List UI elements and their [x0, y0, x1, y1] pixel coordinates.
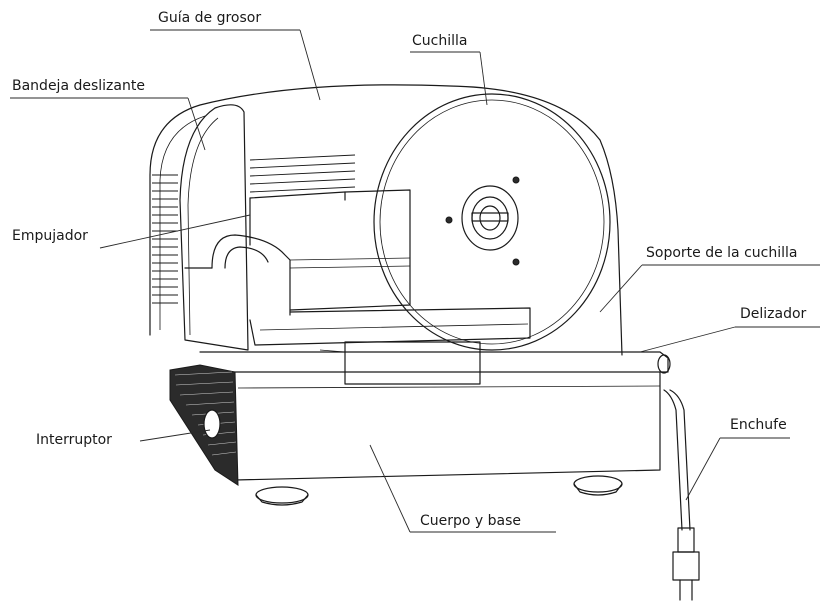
- housing: [149, 84, 623, 356]
- label-plug: Enchufe: [730, 417, 787, 433]
- label-switch: Interruptor: [36, 432, 112, 448]
- base-body: [199, 341, 671, 481]
- label-sliding-tray: Bandeja deslizante: [12, 78, 145, 94]
- label-thickness-guide: Guía de grosor: [158, 10, 262, 26]
- pusher-assembly: [184, 189, 411, 316]
- label-slider: Delizador: [740, 306, 807, 322]
- power-cord: [663, 389, 700, 601]
- sliding-tray: [249, 307, 531, 346]
- label-blade-support: Soporte de la cuchilla: [646, 245, 798, 261]
- label-blade: Cuchilla: [412, 33, 468, 49]
- leader-lines: [10, 29, 820, 533]
- feet: [255, 475, 623, 506]
- blade-disc: [373, 93, 611, 351]
- top-slats: [249, 154, 356, 193]
- thickness-guide-plate: [179, 104, 249, 351]
- label-body-and-base: Cuerpo y base: [420, 513, 522, 529]
- label-pusher: Empujador: [12, 228, 88, 244]
- switch-panel: [169, 364, 239, 486]
